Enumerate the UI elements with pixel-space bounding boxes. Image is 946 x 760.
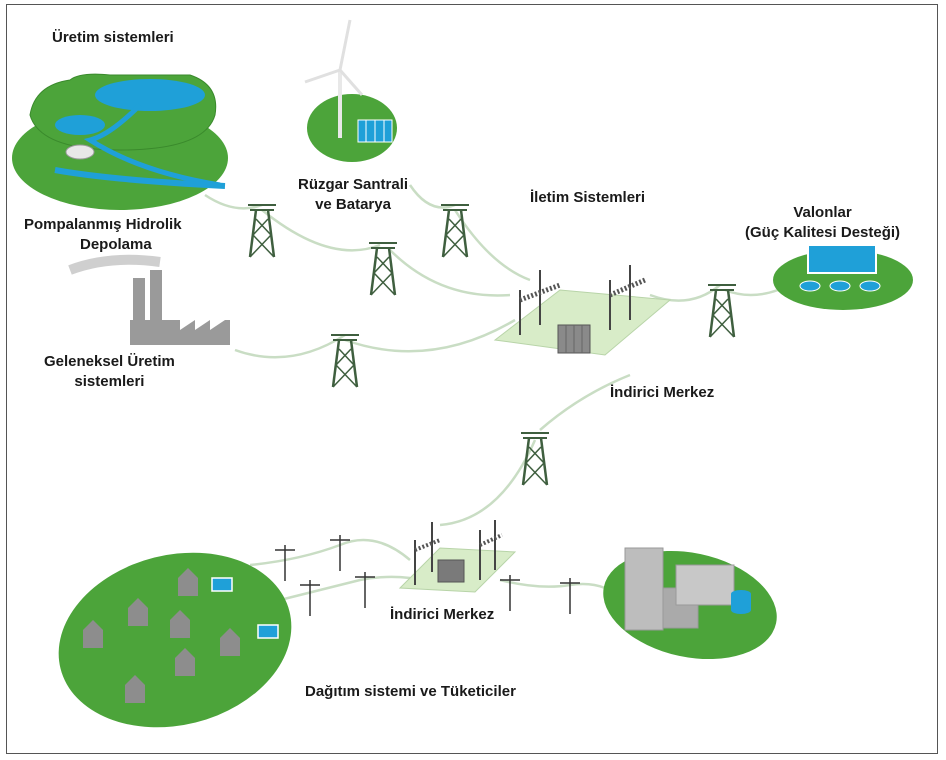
- label-pumped-hydro: Pompalanmış Hidrolik Depolama: [24, 215, 182, 255]
- label-wind-line2: ve Batarya: [315, 196, 391, 213]
- var-island: [773, 244, 913, 310]
- lower-substation: [398, 520, 517, 593]
- label-var-line2: (Güç Kalitesi Desteği): [745, 224, 901, 241]
- label-var-compensators: Valonlar (Güç Kalitesi Desteği): [745, 203, 900, 243]
- label-lower-substation: İndirici Merkez: [390, 606, 495, 623]
- label-wind-battery: Rüzgar Santrali ve Batarya: [298, 175, 408, 215]
- pumped-hydro-island: [12, 73, 228, 210]
- label-conventional-line1: Geleneksel Üretim: [44, 353, 175, 370]
- label-pumped-line2: Depolama: [80, 236, 152, 253]
- wind-battery-island: [304, 19, 397, 162]
- label-wind-line1: Rüzgar Santrali: [298, 176, 409, 193]
- label-distribution-consumers: Dağıtım sistemi ve Tüketiciler: [305, 683, 516, 700]
- industrial-island: [603, 547, 777, 660]
- label-var-line1: Valonlar: [793, 204, 852, 221]
- label-transmission-systems: İletim Sistemleri: [530, 189, 646, 206]
- upper-substation: [493, 265, 672, 356]
- label-pumped-line1: Pompalanmış Hidrolik: [24, 216, 182, 233]
- label-upper-substation: İndirici Merkez: [610, 384, 715, 401]
- label-conventional-line2: sistemleri: [74, 373, 145, 390]
- label-conventional-generation: Geleneksel Üretim sistemleri: [44, 352, 175, 392]
- label-generation-systems: Üretim sistemleri: [52, 29, 174, 46]
- transmission-towers: [246, 203, 738, 487]
- conventional-plant: [68, 254, 230, 345]
- residential-island: [58, 552, 292, 728]
